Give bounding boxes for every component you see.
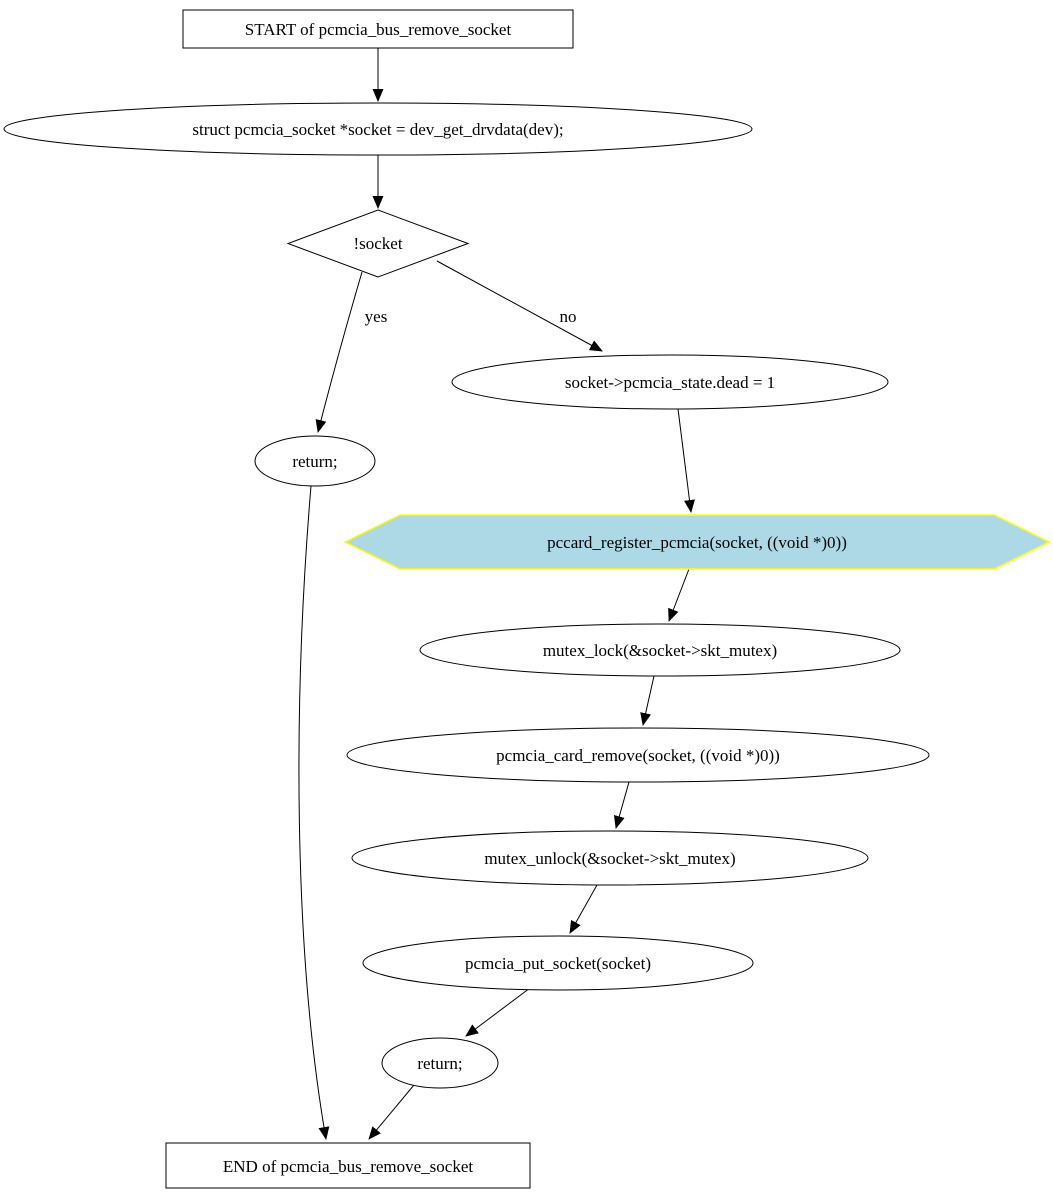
node-put-socket-label: pcmcia_put_socket(socket) [465,954,651,973]
node-mutex-unlock [351,830,869,886]
node-card-remove [346,727,930,783]
node-return-no [381,1037,499,1089]
node-start [182,9,574,49]
node-cond-socket [286,209,470,278]
edge-label-yes: yes [365,307,388,326]
edge-cond-yes-to-return [315,271,363,433]
node-mutex-lock-label: mutex_lock(&socket->skt_mutex) [543,641,777,660]
node-put-socket [362,935,754,991]
node-start-label: START of pcmcia_bus_remove_socket [245,20,512,39]
node-cond-socket-label: !socket [353,234,402,253]
node-register-pcmcia [343,514,1051,570]
node-get-drvdata [3,102,753,156]
edge-lock-to-cardremove [640,675,655,726]
edge-cond-no-to-setdead [436,260,603,352]
edge-unlock-to-putsocket [569,884,598,934]
node-mutex-lock [419,623,901,677]
edge-label-no: no [560,307,577,326]
node-set-dead-label: socket->pcmcia_state.dead = 1 [565,373,775,392]
node-mutex-unlock-label: mutex_unlock(&socket->skt_mutex) [484,849,735,868]
node-return-yes-label: return; [292,452,337,471]
node-end-label: END of pcmcia_bus_remove_socket [223,1157,473,1176]
node-set-dead [451,354,889,410]
edge-setdead-to-register [677,408,695,513]
node-get-drvdata-label: struct pcmcia_socket *socket = dev_get_d… [192,120,563,139]
node-return-no-label: return; [417,1054,462,1073]
edge-putsocket-to-return [465,987,531,1037]
edge-returnyes-to-end [298,485,330,1140]
edge-register-to-lock [668,568,690,622]
node-return-yes [254,435,376,487]
edge-return-to-end [368,1084,415,1140]
edge-cardremove-to-unlock [613,781,630,829]
node-card-remove-label: pcmcia_card_remove(socket, ((void *)0)) [496,746,780,765]
node-register-pcmcia-label: pccard_register_pcmcia(socket, ((void *)… [547,533,847,552]
node-end [165,1142,531,1189]
